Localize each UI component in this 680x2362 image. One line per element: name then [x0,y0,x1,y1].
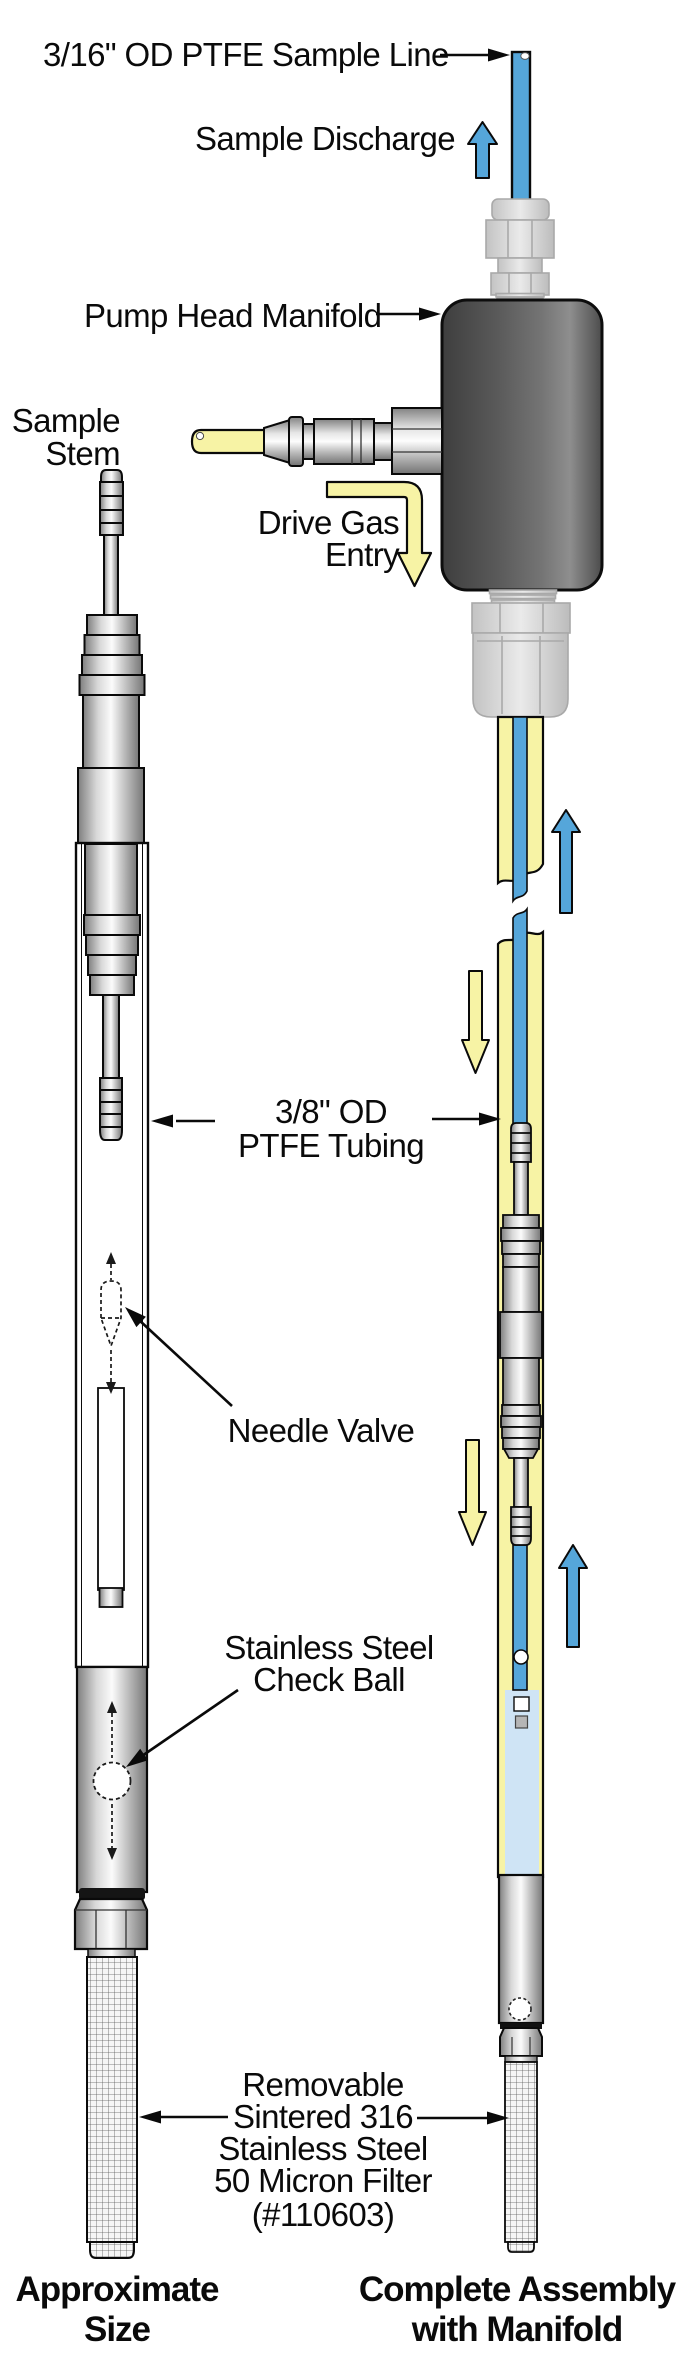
check-ball-ghost [92,1761,132,1801]
lower-fitting-ghost [471,589,571,718]
label-filter-3: Stainless Steel [218,2130,427,2167]
sample-discharge-arrow [467,121,498,179]
left-internals [83,843,141,1141]
caption-complete-assembly-2: with Manifold [411,2310,623,2349]
tube-bore-highlight [520,52,530,60]
label-check-ball-2: Check Ball [253,1661,405,1698]
check-ball [513,1649,529,1665]
label-tubing-2: PTFE Tubing [238,1127,424,1164]
ball-cage-slot [513,1696,530,1712]
o-ring [79,1888,145,1900]
inlet-hole [508,1997,532,2021]
caption-approximate-size-1: Approximate [16,2270,219,2309]
label-filter-4: 50 Micron Filter [214,2162,432,2199]
tubing-upper-segment [496,715,545,904]
needle-valve-ghost [100,1252,122,1394]
labels: 3/16" OD PTFE Sample Line Sample Dischar… [12,36,678,2349]
label-check-ball-1: Stainless Steel [224,1629,433,1666]
hex-nut [73,1897,149,1951]
label-needle-valve: Needle Valve [228,1412,415,1449]
caption-complete-assembly-1: Complete Assembly [359,2270,677,2309]
right-lower-body [497,1873,545,2253]
o-ring [500,2023,542,2029]
caption-approximate-size-2: Size [84,2310,151,2349]
discharge-fitting-ghost [485,198,555,307]
valve-seat-slot [97,1387,125,1591]
label-sample-line: 3/16" OD PTFE Sample Line [43,36,449,73]
pump-head-manifold-body [440,298,604,592]
label-filter-5: (#110603) [252,2196,395,2233]
drive-gas-tube [190,428,268,455]
sample-stem-barb [77,469,146,844]
pump-internals [499,1122,543,1546]
left-assembly [73,469,150,2259]
label-filter-2: Sintered 316 [233,2098,413,2135]
label-pump-head-manifold: Pump Head Manifold [84,297,381,334]
hex-nut [499,2027,543,2057]
label-drive-gas-1: Drive Gas [258,504,399,541]
sintered-filter [86,1956,138,2243]
label-filter-1: Removable [242,2066,404,2103]
right-assembly [190,50,604,2253]
drive-gas-down-arrow-2 [458,1439,487,1546]
label-drive-gas-2: Entry [325,536,400,573]
label-sample-discharge: Sample Discharge [195,120,455,157]
tube-bore-highlight [195,431,205,441]
sintered-filter [504,2061,538,2243]
annotation-arrows [125,48,510,2125]
left-lower-body [73,1665,149,2259]
drive-gas-fitting [190,407,443,475]
label-tubing-1: 3/8" OD [275,1093,387,1130]
sample-line-tube [510,50,532,206]
label-sample-stem-2: Stem [45,435,120,472]
tubing-lower-segment [496,906,545,1879]
drive-gas-down-arrow-1 [461,970,490,1074]
valve-seat-plug [98,1587,124,1608]
label-sample-stem-1: Sample [12,402,120,439]
drive-gas-entry-arrow [325,480,433,588]
sample-up-arrow-2 [558,1544,588,1648]
ball-seat-plug [514,1715,529,1729]
sample-up-arrow-1 [551,809,581,914]
